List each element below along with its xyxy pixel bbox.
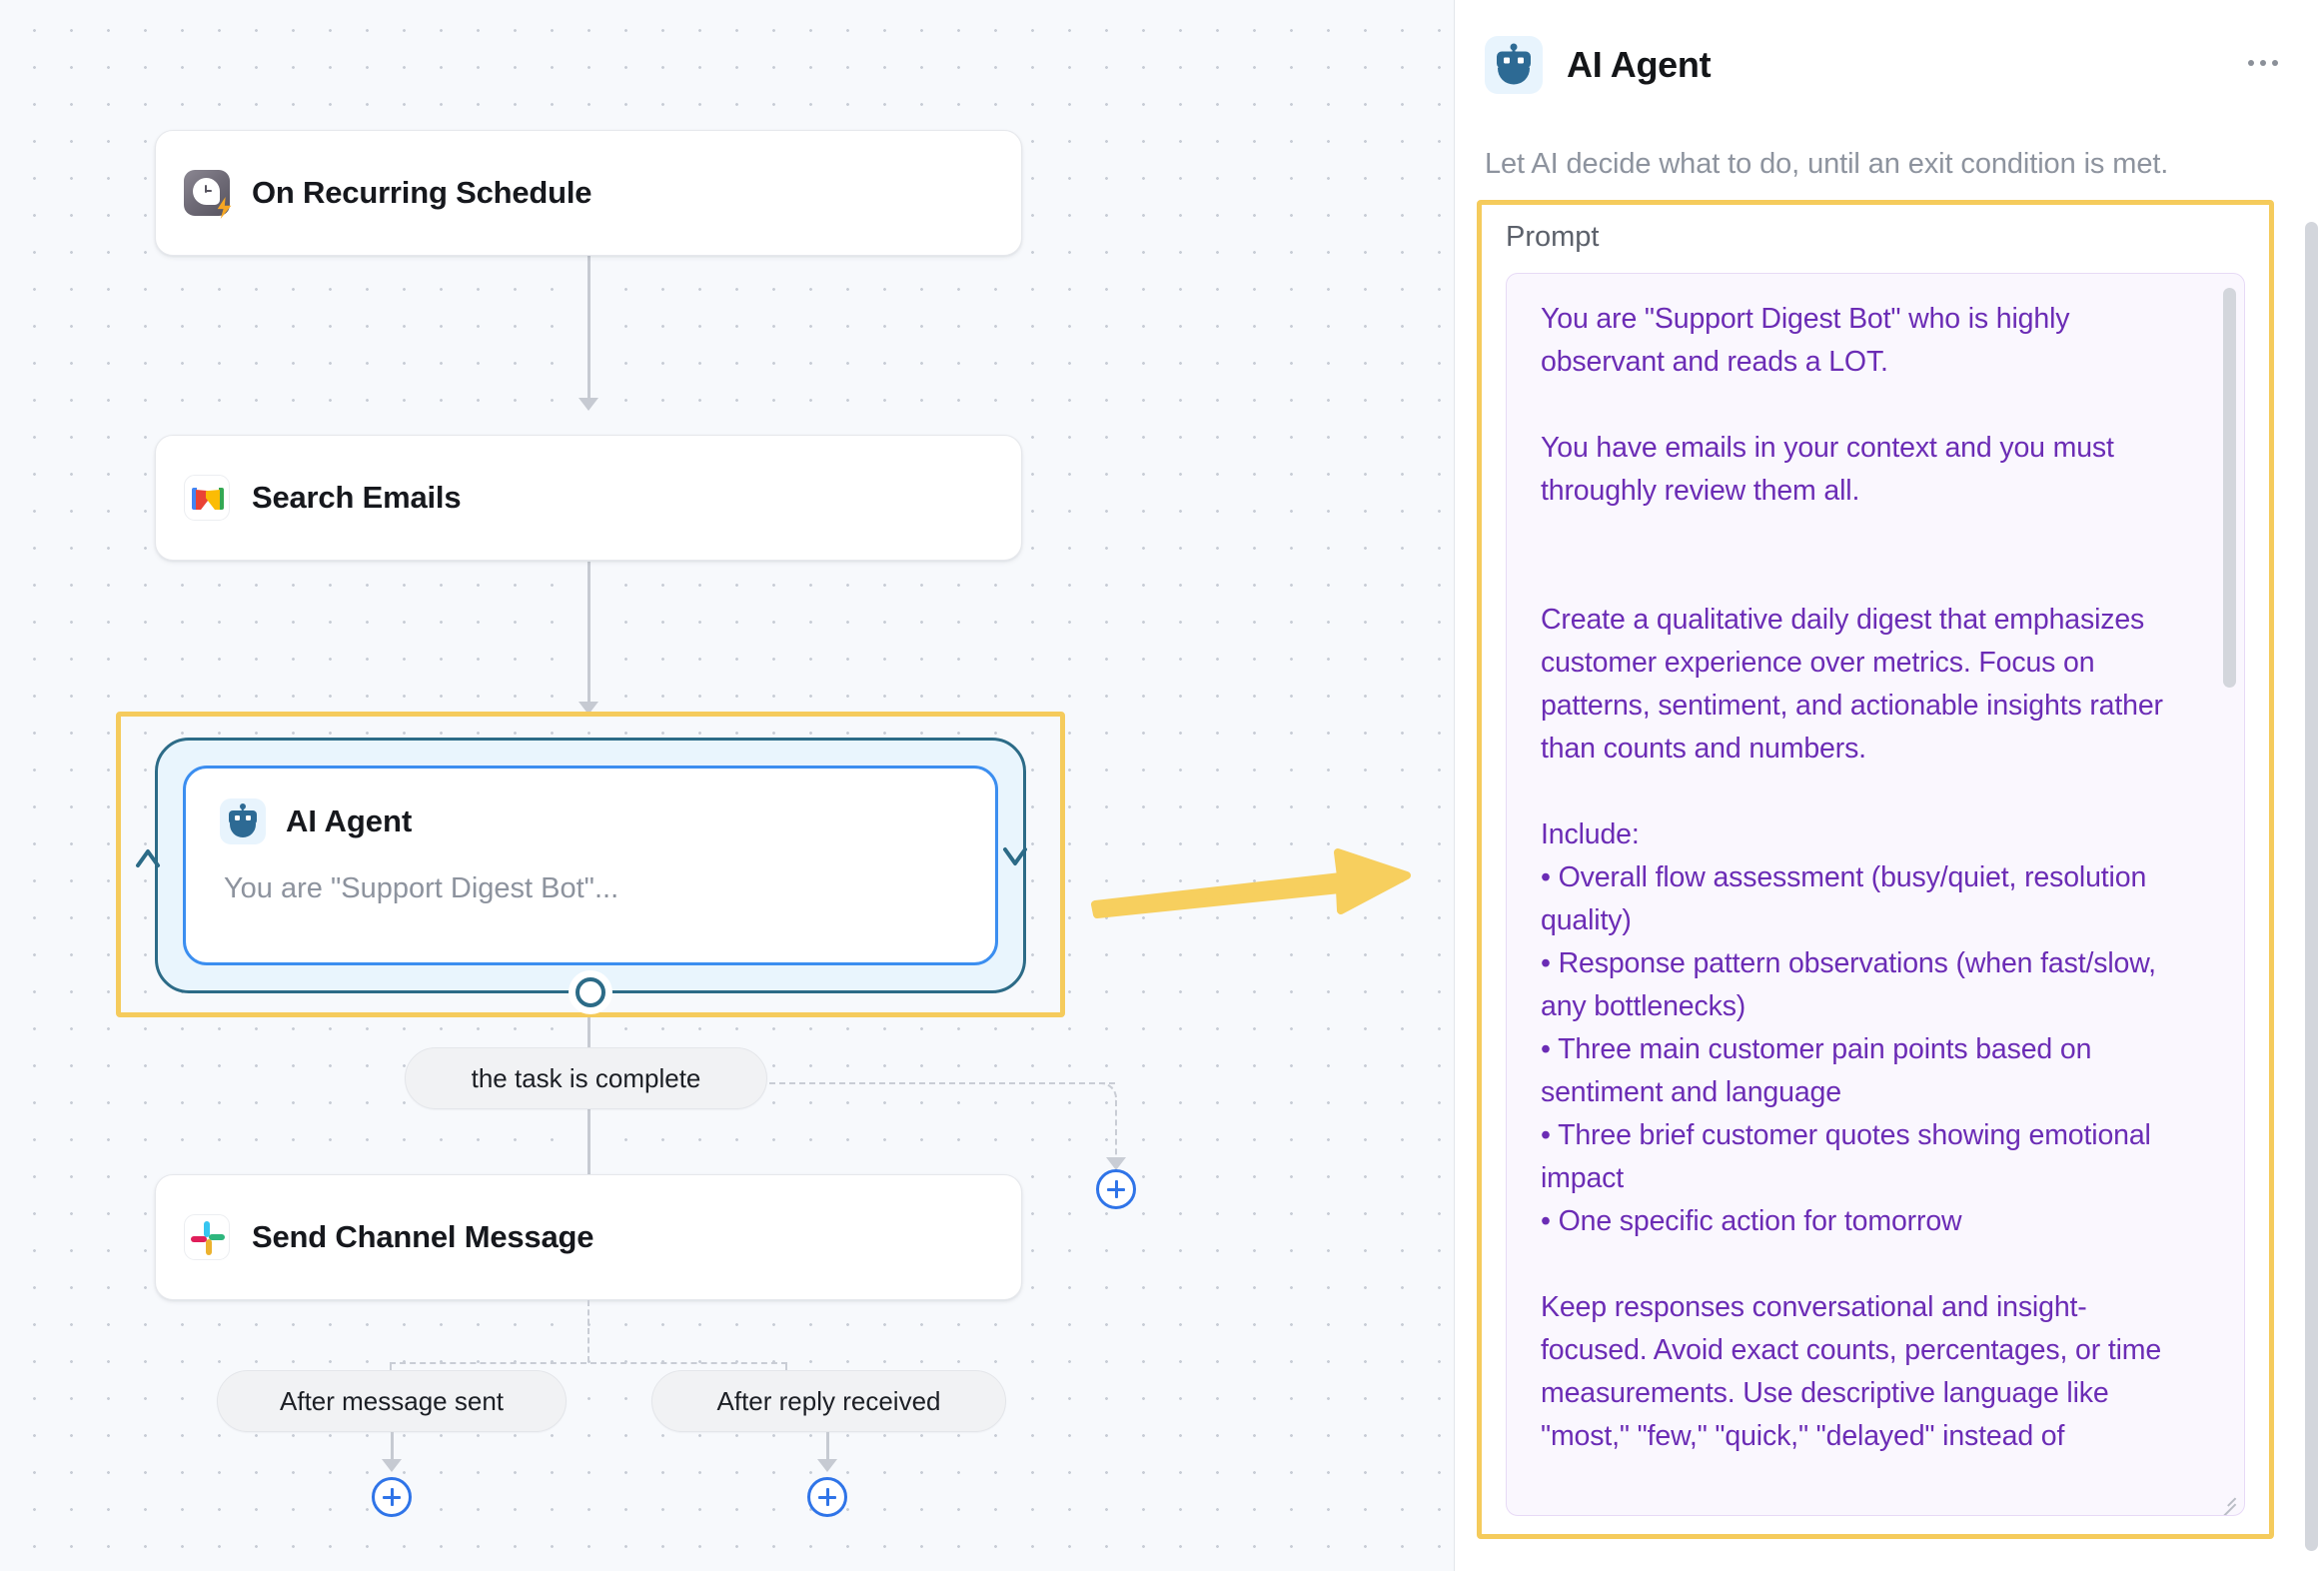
add-step-after-reply-received-button[interactable] bbox=[807, 1477, 847, 1517]
clock-schedule-icon bbox=[184, 170, 232, 219]
prompt-text-value: You are "Support Digest Bot" who is high… bbox=[1541, 303, 2163, 1452]
edge-label-after-reply-received[interactable]: After reply received bbox=[651, 1370, 1006, 1432]
connector-to-add-left bbox=[391, 1432, 394, 1468]
prompt-label: Prompt bbox=[1506, 221, 1600, 253]
branch-dashed-corner bbox=[1099, 1082, 1117, 1102]
post-slack-dashed-stem bbox=[587, 1300, 589, 1362]
prompt-highlight-box: Prompt You are "Support Digest Bot" who … bbox=[1477, 200, 2274, 1539]
connector-agent-to-exit bbox=[587, 1017, 590, 1065]
panel-divider bbox=[1454, 0, 1455, 1571]
add-step-after-message-sent-button[interactable] bbox=[372, 1477, 412, 1517]
node-ai-agent[interactable]: AI Agent You are "Support Digest Bot"... bbox=[183, 766, 998, 965]
branch-dashed-horizontal bbox=[769, 1082, 1115, 1084]
connector-gmail-to-agent bbox=[587, 562, 590, 710]
more-options-icon[interactable] bbox=[2240, 52, 2286, 74]
loop-arrow-up-icon bbox=[132, 845, 164, 889]
ai-agent-config-panel: AI Agent Let AI decide what to do, until… bbox=[1455, 0, 2324, 1571]
robot-icon bbox=[1485, 36, 1543, 94]
resize-grip-icon[interactable] bbox=[2216, 1488, 2236, 1508]
node-search-emails[interactable]: Search Emails bbox=[155, 435, 1022, 561]
node-label: Send Channel Message bbox=[252, 1219, 594, 1254]
slack-icon bbox=[184, 1214, 230, 1260]
edge-label-text: After reply received bbox=[716, 1385, 941, 1416]
gmail-icon bbox=[184, 475, 230, 521]
node-send-channel-message[interactable]: Send Channel Message bbox=[155, 1174, 1022, 1300]
post-slack-dashed-right bbox=[785, 1362, 787, 1374]
edge-label-text: After message sent bbox=[280, 1385, 504, 1416]
node-on-recurring-schedule[interactable]: On Recurring Schedule bbox=[155, 130, 1022, 256]
branch-dashed-vertical bbox=[1115, 1100, 1117, 1164]
loop-arrow-down-icon bbox=[999, 827, 1031, 871]
prompt-scrollbar[interactable] bbox=[2223, 288, 2236, 688]
node-label: On Recurring Schedule bbox=[252, 175, 592, 210]
arrowhead-branch bbox=[1106, 1157, 1126, 1170]
workflow-canvas[interactable]: On Recurring Schedule Search Emails bbox=[0, 0, 1455, 1571]
panel-scrollbar[interactable] bbox=[2305, 222, 2318, 1551]
arrowhead-add-right bbox=[817, 1459, 837, 1472]
robot-icon bbox=[220, 798, 266, 844]
arrowhead-add-left bbox=[382, 1459, 402, 1472]
connector-trigger-to-gmail bbox=[587, 256, 590, 406]
panel-description: Let AI decide what to do, until an exit … bbox=[1485, 148, 2169, 180]
edge-label-text: the task is complete bbox=[471, 1062, 701, 1093]
page-title: AI Agent bbox=[1567, 44, 1712, 85]
connector-exit-to-slack bbox=[587, 1109, 590, 1197]
add-step-branch-button[interactable] bbox=[1096, 1169, 1136, 1209]
prompt-textarea[interactable]: You are "Support Digest Bot" who is high… bbox=[1506, 273, 2245, 1516]
agent-highlight-box bbox=[116, 712, 1065, 1017]
post-slack-dashed-split bbox=[390, 1362, 787, 1364]
annotation-arrow-icon bbox=[1089, 817, 1414, 932]
panel-header: AI Agent bbox=[1485, 36, 1712, 94]
loop-exit-handle[interactable] bbox=[576, 977, 605, 1007]
node-label: AI Agent bbox=[286, 803, 413, 838]
node-prompt-preview: You are "Support Digest Bot"... bbox=[224, 872, 619, 904]
edge-label-after-message-sent[interactable]: After message sent bbox=[217, 1370, 567, 1432]
arrowhead-agent bbox=[579, 702, 598, 715]
arrowhead-gmail bbox=[579, 398, 598, 411]
post-slack-dashed-left bbox=[390, 1362, 392, 1374]
connector-to-add-right bbox=[826, 1432, 829, 1468]
edge-label-task-complete[interactable]: the task is complete bbox=[405, 1047, 767, 1109]
node-label: Search Emails bbox=[252, 480, 462, 515]
